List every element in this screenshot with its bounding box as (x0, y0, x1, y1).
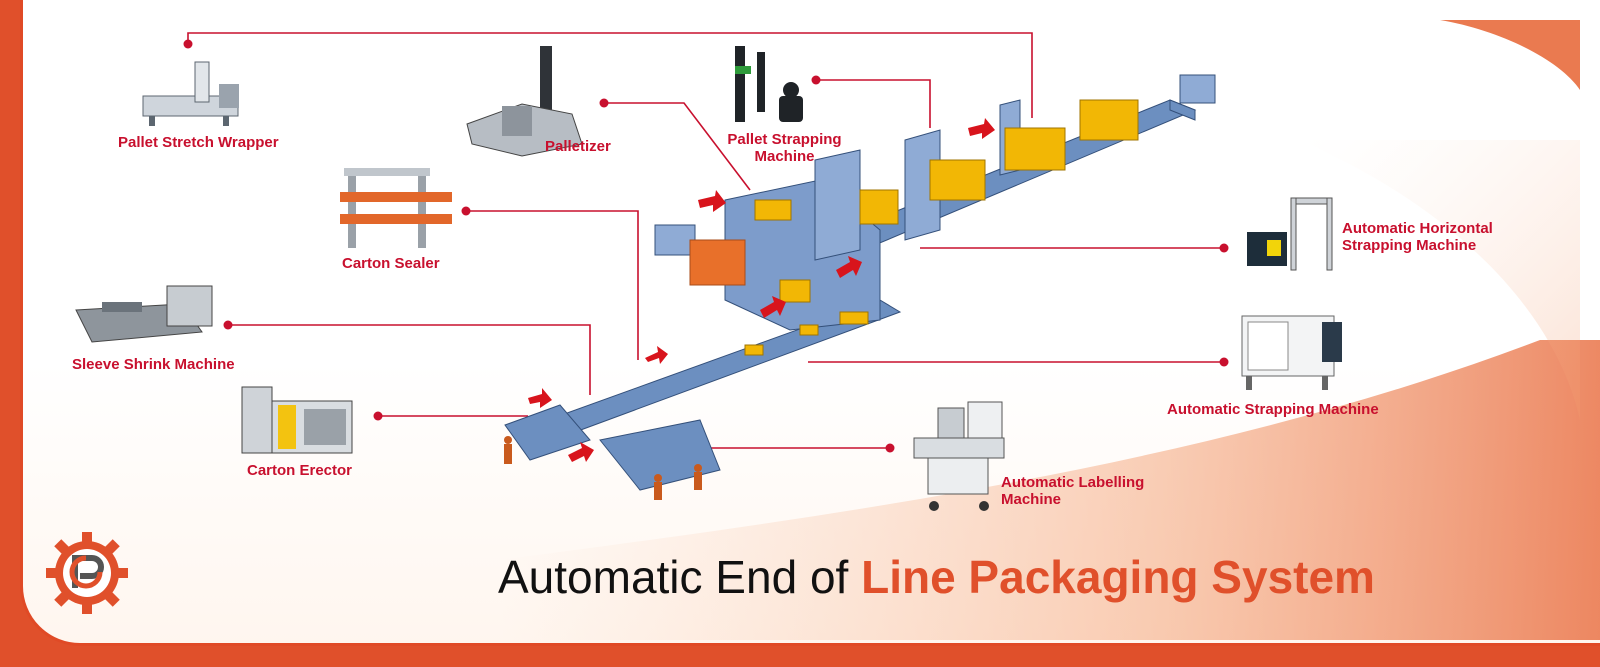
label-automatic-strapping-machine: Automatic Strapping Machine (1167, 401, 1379, 418)
title-part-highlight: Line Packaging System (861, 551, 1375, 603)
label-line: Machine (1001, 491, 1062, 508)
page-title: Automatic End of Line Packaging System (498, 550, 1375, 604)
label-carton-erector: Carton Erector (247, 462, 353, 479)
palletizer-image (466, 46, 583, 157)
label-line: Automatic Labelling (1001, 474, 1145, 491)
label-line: Machine (754, 148, 815, 165)
label-pallet-strapping-machine: Pallet Strapping Machine (722, 131, 847, 165)
label-automatic-horizontal-strapping-machine: Automatic Horizontal Strapping Machine (1342, 220, 1493, 254)
pallet-strapping-machine-image (735, 46, 803, 122)
label-sleeve-shrink-machine: Sleeve Shrink Machine (72, 356, 235, 373)
label-palletizer: Palletizer (545, 138, 611, 155)
carton-erector-image (241, 386, 353, 454)
label-line: Pallet Strapping (727, 131, 842, 148)
label-pallet-stretch-wrapper: Pallet Stretch Wrapper (118, 134, 279, 151)
label-line: Strapping Machine (1342, 237, 1477, 254)
carton-sealer-image (340, 168, 452, 248)
sleeve-shrink-machine-image (75, 285, 213, 343)
label-carton-sealer: Carton Sealer (342, 255, 440, 272)
automatic-strapping-machine-image (1241, 315, 1342, 390)
pallet-stretch-wrapper-image (142, 61, 239, 126)
horizontal-strapping-machine-image (1247, 197, 1333, 271)
title-part-plain: Automatic End of (498, 551, 862, 603)
label-automatic-labelling-machine: Automatic Labelling Machine (1001, 474, 1144, 508)
label-line: Automatic Horizontal (1342, 220, 1493, 237)
automatic-labelling-machine-image (913, 401, 1005, 511)
gear-logo-icon (46, 532, 128, 614)
